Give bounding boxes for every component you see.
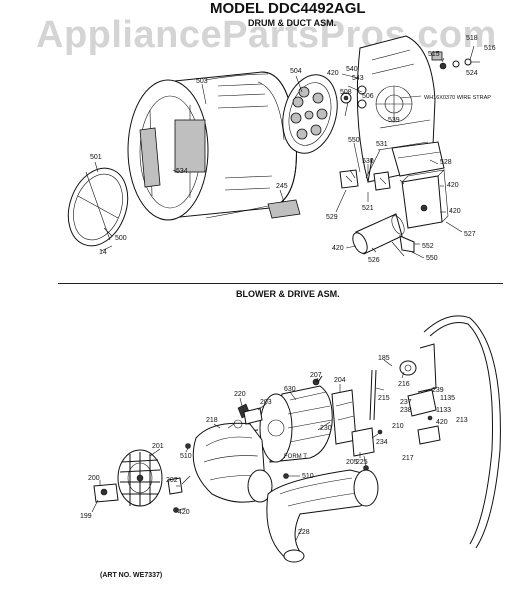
idler-assembly [369,343,441,445]
callout-508: 508 [340,89,352,96]
callout-234: 234 [376,439,388,446]
section-title-blower: BLOWER & DRIVE ASM. [236,289,340,299]
callout-504: 504 [290,68,302,75]
callout-528: 528 [440,159,452,166]
callout-540: 540 [346,66,358,73]
callout-510-duct: 510 [302,473,314,480]
callout-215: 215 [378,395,390,402]
motor-mount [312,375,357,445]
callout-420-lower: 420 [332,245,344,252]
drum-front-seal [67,167,129,247]
callout-420-blower: 420 [178,509,190,516]
callout-185: 185 [378,355,390,362]
callout-524: 524 [466,70,478,77]
callout-420: 420 [327,70,339,77]
callout-201: 201 [152,443,164,450]
callout-501: 501 [90,154,102,161]
callout-506: 506 [362,93,374,100]
callout-510: 510 [180,453,192,460]
callout-543: 543 [352,75,364,82]
callout-527: 527 [464,231,476,238]
callout-420-mid: 420 [449,208,461,215]
callout-500: 500 [115,235,127,242]
callout-516: 516 [484,45,496,52]
callout-202: 202 [166,477,178,484]
leader-lines [91,45,480,541]
drive-belt [423,315,501,549]
callout-220: 220 [234,391,246,398]
exhaust-duct-elbow [266,469,379,563]
callout-1133: 1133 [436,407,451,414]
callout-550-lower: 550 [426,255,438,262]
callouts-blower: 185 216 215 239 1135 237 238 1133 420 21… [80,355,468,536]
blower-small-parts [93,443,289,513]
art-number: (ART NO. WE7337) [100,572,163,579]
drum-roller-parts [340,51,472,109]
heater-element [352,213,415,257]
callout-420-upper: 420 [447,182,459,189]
callout-552: 552 [422,243,434,250]
callout-420-idler: 420 [436,419,448,426]
blower-wheel [117,449,163,507]
callout-230: 230 [320,425,332,432]
callout-207: 207 [310,372,322,379]
callout-225: 225 [356,459,368,466]
callout-237: 237 [400,399,412,406]
callouts-drum: 503 504 420 540 543 506 508 539 515 518 … [90,35,496,264]
callout-239: 239 [432,387,444,394]
callout-534: 534 [176,168,188,175]
callout-526: 526 [368,257,380,264]
callout-205: 205 [346,459,358,466]
callout-245: 245 [276,183,288,190]
callout-529: 529 [326,214,338,221]
heater-housing [401,169,449,229]
callout-503: 503 [196,78,208,85]
model-title: MODEL DDC4492AGL [210,0,366,17]
callout-228: 228 [298,529,310,536]
callout-630: 630 [284,386,296,393]
callout-518: 518 [466,35,478,42]
callout-515: 515 [428,51,440,58]
callout-213: 213 [456,417,468,424]
callout-204: 204 [334,377,346,384]
callout-200: 200 [88,475,100,482]
callout-216: 216 [398,381,410,388]
callout-217: 217 [402,455,414,462]
callout-218: 218 [206,417,218,424]
section-title-drum: DRUM & DUCT ASM. [248,18,337,28]
callout-530: 530 [362,158,374,165]
section-divider [58,283,503,284]
rear-drum-head [282,74,338,154]
drum-cylinder [127,71,297,221]
blower-housing [192,403,273,503]
callout-531: 531 [376,141,388,148]
callout-203: 203 [260,399,272,406]
callout-539: 539 [388,117,400,124]
callout-199: 199 [80,513,92,520]
callout-550: 550 [348,137,360,144]
callout-210: 210 [392,423,404,430]
callout-14: 14 [99,249,107,256]
callout-wire-strap: WH16X0370 WIRE STRAP [424,95,491,101]
callout-form-t: FORM T [284,454,307,460]
callout-1135: 1135 [440,395,455,402]
callout-238: 238 [400,407,412,414]
bracket-parts [267,169,391,219]
callout-521: 521 [362,205,374,212]
exhaust-duct [391,141,445,177]
